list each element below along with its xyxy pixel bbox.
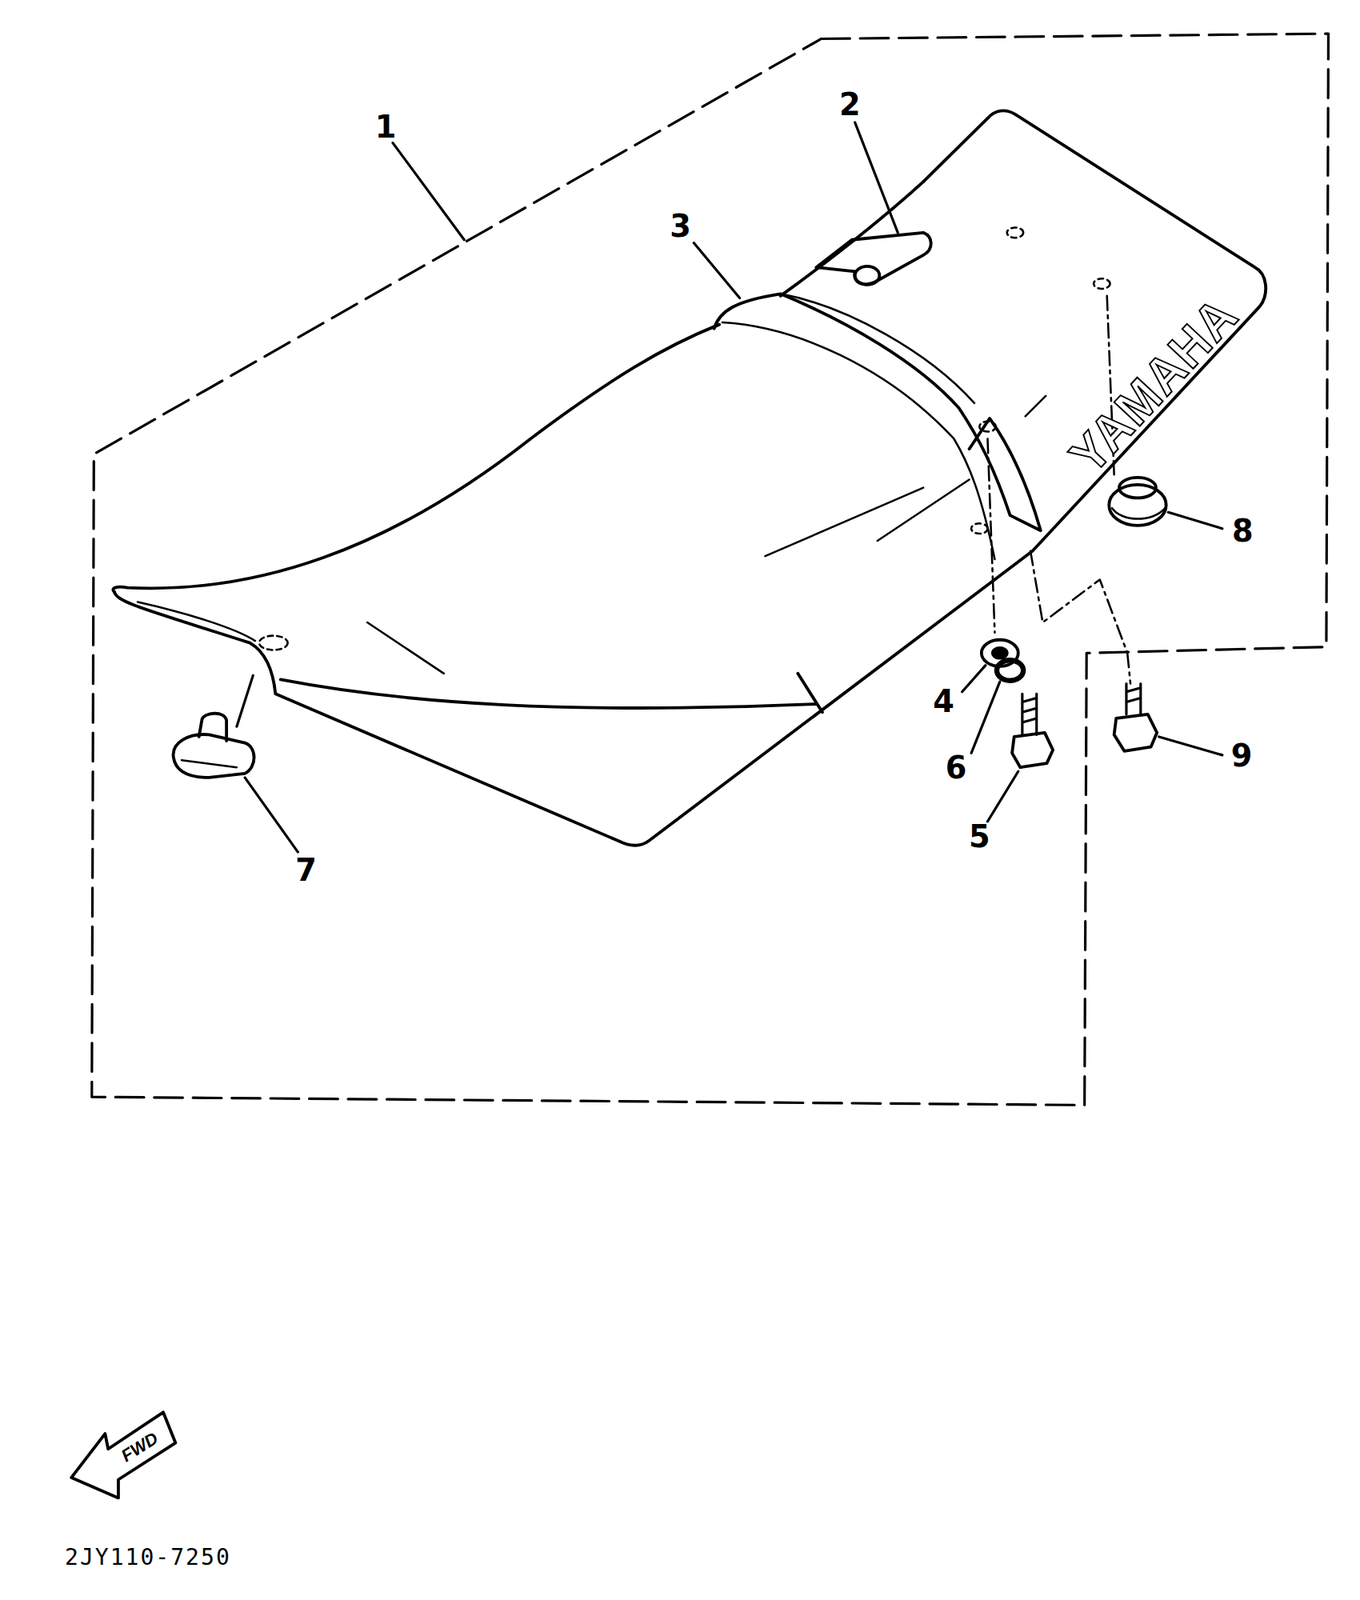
strap-line bbox=[722, 322, 996, 560]
drawing-code: 2JY110-7250 bbox=[64, 1546, 232, 1569]
strap-line-2 bbox=[780, 293, 975, 403]
leader-line bbox=[971, 681, 1000, 753]
leader-line bbox=[855, 122, 899, 233]
callout-number: 5 bbox=[968, 821, 991, 852]
bolt-head bbox=[1012, 732, 1053, 768]
grommet bbox=[1108, 484, 1166, 526]
lock-washer bbox=[996, 660, 1024, 681]
sheen bbox=[764, 488, 924, 556]
forward-marker: FWD bbox=[118, 1428, 161, 1465]
assembly-line bbox=[1030, 551, 1128, 654]
callout-number: 7 bbox=[295, 855, 317, 886]
leader-line bbox=[962, 665, 986, 692]
callout-number: 4 bbox=[932, 686, 955, 717]
seat-outline bbox=[114, 110, 1266, 845]
seat-side-seam bbox=[280, 679, 817, 708]
leader-line bbox=[392, 143, 464, 240]
hole bbox=[259, 636, 288, 651]
leader-line bbox=[1159, 736, 1223, 756]
seat-damper bbox=[173, 734, 255, 778]
leader-line bbox=[693, 243, 740, 299]
bolt-thread bbox=[1126, 684, 1141, 715]
seat-strap bbox=[714, 293, 1041, 531]
hole bbox=[1093, 278, 1110, 289]
grommet-edge bbox=[1112, 508, 1165, 519]
forward-arrow bbox=[71, 1412, 176, 1498]
seat-lower-seam bbox=[797, 673, 823, 712]
leader-line bbox=[236, 675, 253, 727]
seat-top bbox=[112, 324, 720, 592]
hole bbox=[979, 421, 996, 432]
brand-lettering: YAMAHA bbox=[1061, 288, 1248, 483]
leader-line bbox=[244, 777, 298, 852]
assembly-line bbox=[988, 438, 996, 632]
callout-number: 9 bbox=[1231, 740, 1253, 772]
callout-number: 6 bbox=[945, 752, 968, 784]
callout-number: 3 bbox=[669, 211, 692, 242]
grommet-top bbox=[1119, 477, 1156, 499]
damper-stem bbox=[199, 713, 227, 741]
callout-number: 1 bbox=[375, 112, 397, 143]
sheen bbox=[877, 479, 970, 541]
seat-hook bbox=[816, 232, 931, 284]
damper-edge bbox=[181, 760, 237, 768]
washer-hole bbox=[992, 648, 1008, 659]
bolt-head bbox=[1114, 714, 1158, 752]
callout-number: 8 bbox=[1232, 516, 1254, 547]
hook-pin bbox=[855, 266, 880, 285]
hole bbox=[971, 523, 988, 534]
bolt-thread bbox=[1022, 693, 1037, 735]
leader-line bbox=[1168, 512, 1223, 528]
leader-line bbox=[988, 771, 1019, 822]
sheen bbox=[1025, 396, 1047, 417]
hole bbox=[1007, 227, 1024, 238]
assembly-line bbox=[1127, 652, 1131, 684]
seat-edge-line bbox=[137, 602, 256, 641]
sheen bbox=[367, 622, 444, 674]
callout-number: 2 bbox=[839, 89, 861, 120]
assembly-boundary bbox=[92, 33, 1329, 1105]
